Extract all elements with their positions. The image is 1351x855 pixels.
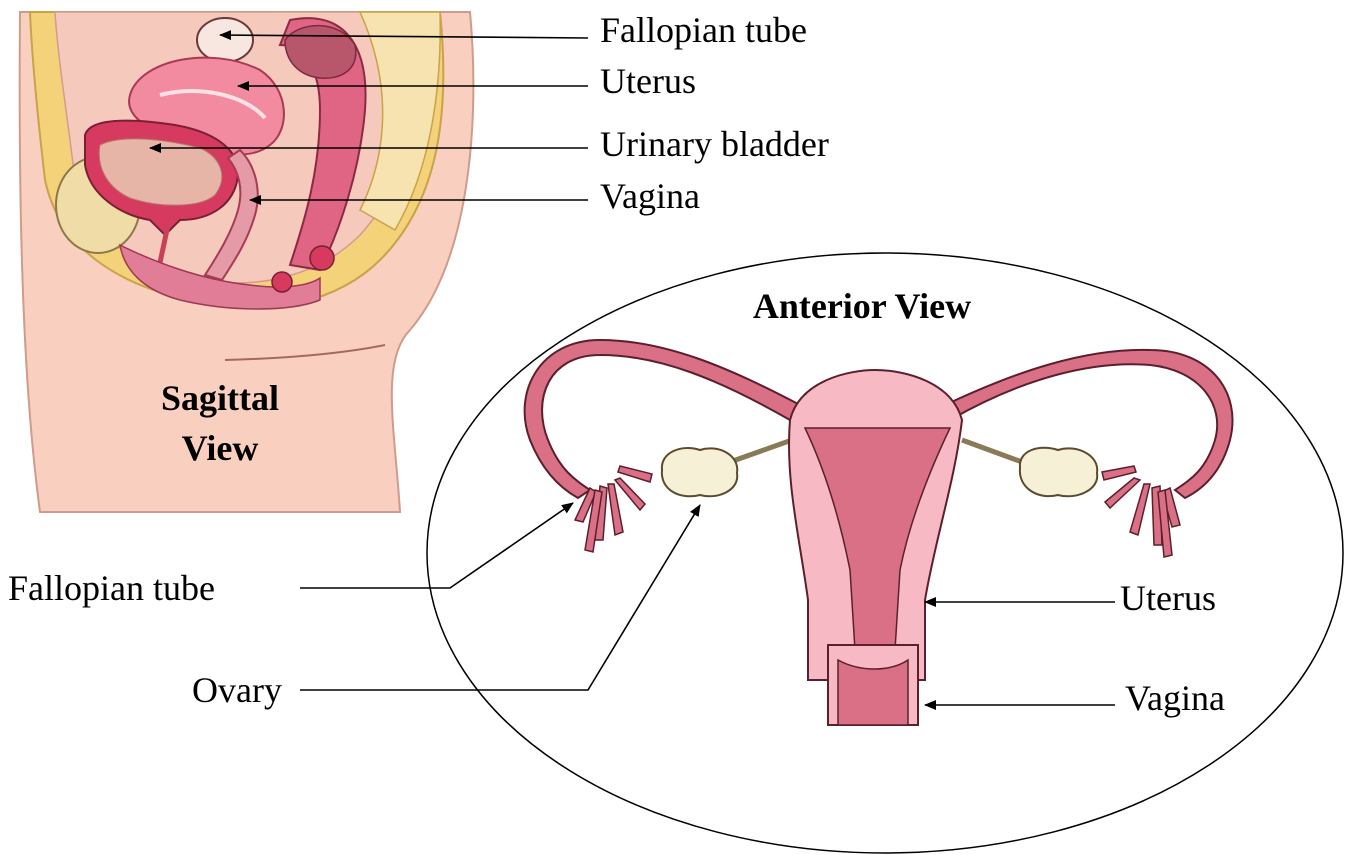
anterior-label-fallopian-tube: Fallopian tube [8, 568, 215, 608]
anterior-right-ovary [1020, 448, 1097, 497]
anterior-label-uterus: Uterus [1120, 578, 1216, 618]
anterior-view-illustration [525, 340, 1233, 725]
anterior-label-ovary: Ovary [192, 670, 282, 710]
sagittal-fallopian-tube [197, 18, 253, 62]
anterior-left-ovarian-ligament [730, 440, 792, 462]
sagittal-view-title-line2: View [182, 428, 259, 468]
anterior-left-ovary [662, 448, 737, 496]
sagittal-view-title-line1: Sagittal [161, 378, 279, 418]
sagittal-label-urinary-bladder: Urinary bladder [600, 124, 829, 164]
sagittal-label-vagina: Vagina [600, 176, 700, 216]
sagittal-label-uterus: Uterus [600, 61, 696, 101]
anterior-vaginal-canal [838, 660, 908, 725]
anterior-right-ovarian-ligament [962, 440, 1022, 462]
anterior-view-title: Anterior View [753, 286, 971, 326]
sagittal-sphincter-2 [272, 272, 292, 292]
anterior-left-fimbriae [575, 466, 652, 552]
anterior-ovary-leader [300, 505, 700, 690]
sagittal-label-fallopian-tube: Fallopian tube [600, 10, 807, 50]
anterior-fallopian-tube-leader [300, 503, 573, 588]
anterior-right-fimbriae [1102, 466, 1180, 557]
sagittal-sphincter [310, 246, 334, 270]
anterior-label-vagina: Vagina [1125, 678, 1225, 718]
